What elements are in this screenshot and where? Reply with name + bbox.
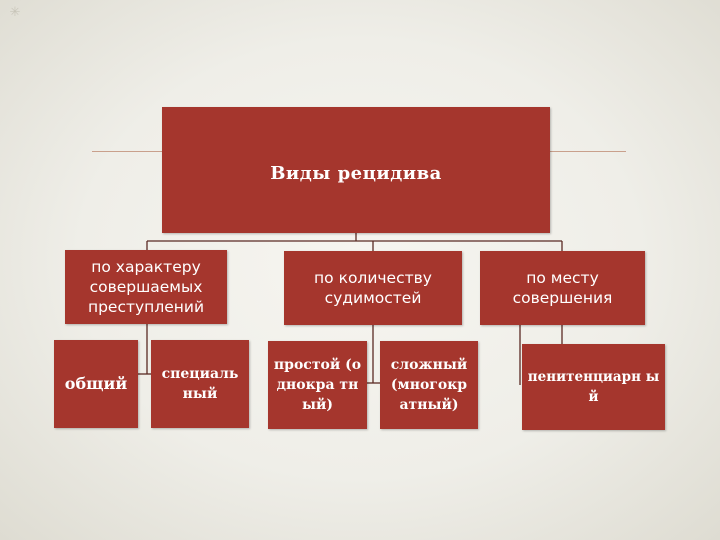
- category-node-label: по месту совершения: [512, 269, 613, 307]
- category-node-label: по количеству судимостей: [314, 269, 432, 307]
- leaf-node-label: специаль ный: [161, 366, 239, 402]
- leaf-node-general: общий: [54, 340, 138, 428]
- leaf-node-label: общий: [64, 374, 128, 393]
- leaf-node-label: сложный (многокр атный): [390, 357, 468, 413]
- root-node-label: Виды рецидива: [270, 162, 442, 184]
- root-node: Виды рецидива: [162, 107, 550, 233]
- corner-decoration-icon: ✳: [9, 5, 21, 20]
- leaf-node-simple: простой (однокра тный): [268, 341, 367, 429]
- category-node-label: по характеру совершаемых преступлений: [87, 258, 205, 316]
- leaf-node-label: пенитенциарн ый: [527, 369, 660, 405]
- leaf-node-label: простой (однокра тный): [273, 357, 362, 413]
- category-node-character: по характеру совершаемых преступлений: [65, 250, 227, 324]
- leaf-node-complex: сложный (многокр атный): [380, 341, 478, 429]
- category-node-place: по месту совершения: [480, 251, 645, 325]
- category-node-count: по количеству судимостей: [284, 251, 462, 325]
- leaf-node-special: специаль ный: [151, 340, 249, 428]
- leaf-node-penitentiary: пенитенциарн ый: [522, 344, 665, 430]
